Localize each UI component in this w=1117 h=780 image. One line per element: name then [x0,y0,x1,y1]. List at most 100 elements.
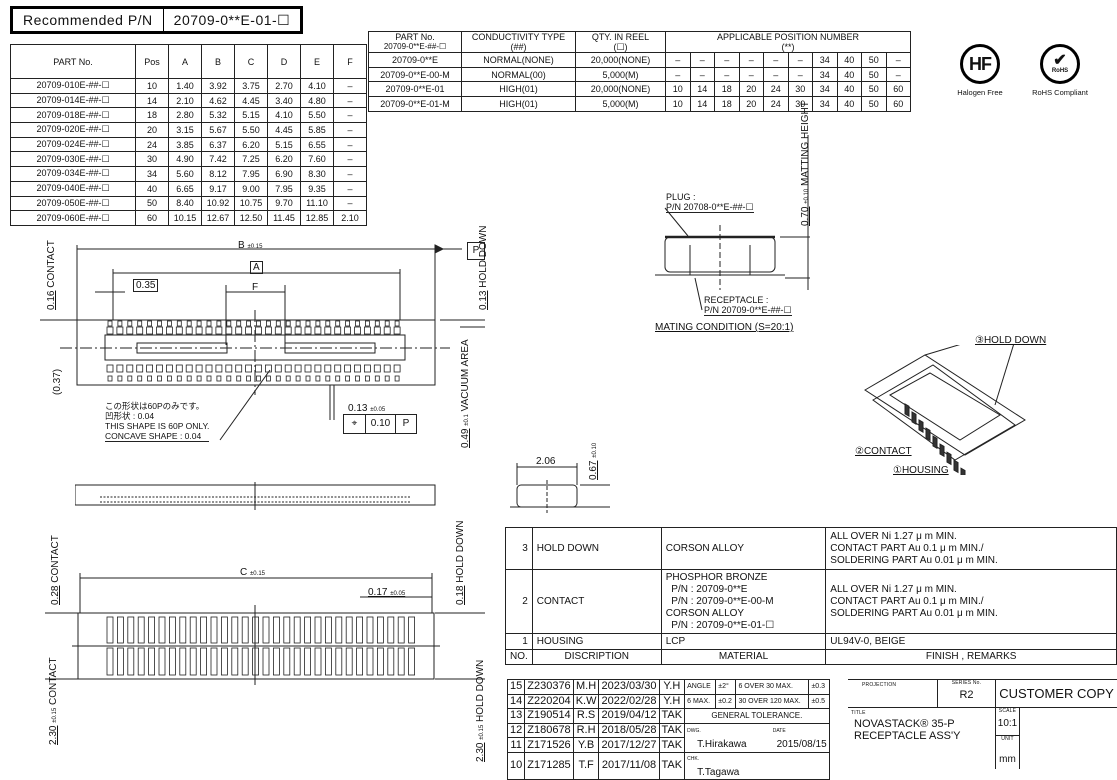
table-cell: 9.00 [234,180,268,197]
recommended-pn-value: 20709-0**E-01-☐ [173,11,291,28]
dim-b-label: B ±0.15 [238,240,263,251]
bom-finish: UL94V-0, BEIGE [825,633,1117,650]
bom-no: 2 [505,569,533,634]
table-cell: 4.90 [168,151,202,168]
table-cell: 18 [135,107,169,124]
rev-app: TAK [658,737,686,753]
table-cell: 10.75 [234,195,268,212]
scale-cell: SCALE 10:1 [996,708,1020,736]
table-cell: 10.92 [201,195,235,212]
table-cell: 7.95 [267,180,301,197]
rev-ecn: Z190514 [524,708,574,724]
table-cell: 34 [135,166,169,182]
bom-no: 3 [505,527,533,570]
tol-r1-value: ±0.3 [808,679,830,695]
table-cell: 4.45 [234,92,268,109]
cond-position: 60 [885,81,911,98]
table-cell: 20709-034E-##-☐ [10,166,136,182]
conductivity-table: PART No.20709-0**E-##-☐ CONDUCTIVITY TYP… [368,31,911,112]
table-cell: – [333,151,367,168]
table-cell: 7.60 [300,151,334,168]
table-cell: 20709-060E-##-☐ [10,210,136,226]
bom-material: LCP [660,633,827,650]
rev-app: Y.H [658,693,686,710]
table-cell: 20 [135,122,169,138]
cond-position: 40 [836,81,862,98]
rohs-check-icon: ✔ RoHS [1040,44,1080,84]
table-cell: – [333,107,367,124]
long-side-view [75,482,436,510]
bom-material: CORSON ALLOY [660,527,827,570]
bottom-contact-label: 0.28 CONTACT [50,535,61,605]
tol-r3-label: 30 OVER 120 MAX. [735,693,810,710]
table-cell: 4.10 [300,78,334,94]
table-cell: 24 [135,136,169,153]
dim-c-label: C ±0.15 [240,567,265,578]
rohs-label: RoHS Compliant [1032,88,1088,97]
table-cell: 2.80 [168,107,202,124]
cond-position: – [738,66,764,83]
table-cell: 20709-014E-##-☐ [10,92,136,109]
bom-description: HOUSING [531,633,662,650]
rev-by: K.W [572,693,600,710]
rev-ecn: Z180678 [524,722,574,739]
table-cell: 2.10 [168,92,202,109]
mating-drawing [655,135,810,311]
bom-finish: ALL OVER Ni 1.27 μ m MIN.CONTACT PART Au… [825,569,1117,634]
table-cell: 20709-050E-##-☐ [10,195,136,212]
cond-position: 30 [787,96,813,112]
cond-position: 18 [714,81,740,98]
title-block: PROJECTION SERIES No. R2 CUSTOMER COPY T… [848,679,1117,769]
cond-position: 14 [689,81,715,98]
table-cell: 2.10 [333,210,367,226]
table-cell: – [333,92,367,109]
table-cell: 3.75 [234,78,268,94]
rev-app: TAK [658,751,686,780]
holddown-dim-label: 0.13 HOLD DOWN [478,225,489,310]
table-cell: 9.35 [300,180,334,197]
rev-ecn: Z230376 [524,679,574,695]
cond-position: – [714,66,740,83]
series-cell: SERIES No. R2 [938,680,996,708]
cond-header-part: PART No.20709-0**E-##-☐ [368,31,462,53]
cond-position: 40 [836,52,862,68]
rev-ecn: Z220204 [524,693,574,710]
cond-type: NORMAL(NONE) [461,52,576,68]
table-cell: 14 [135,92,169,109]
bom-no: 1 [505,633,533,650]
cond-position: 50 [861,66,887,83]
rev-app: Y.H [658,679,686,695]
table-cell: 20709-024E-##-☐ [10,136,136,153]
cond-position: – [714,52,740,68]
table-cell: 20709-018E-##-☐ [10,107,136,124]
table-cell: 5.60 [168,166,202,182]
cond-position: – [763,66,789,83]
hf-label: Halogen Free [957,88,1003,97]
table-cell: 30 [135,151,169,168]
cond-type: HIGH(01) [461,81,576,98]
tol-r2-label: 6 MAX. [684,693,717,710]
cond-header-pos: APPLICABLE POSITION NUMBER(**) [665,31,911,53]
dim-pitch-label: 0.35 [133,279,159,292]
cond-position: – [738,52,764,68]
rev-date: 2018/05/28 [598,722,660,739]
table-cell: 6.20 [234,136,268,153]
datum-p-box: P [467,242,485,260]
cond-position: 10 [665,96,691,112]
bom-description: HOLD DOWN [531,527,662,570]
cond-position: 50 [861,96,887,112]
table-cell: 1.40 [168,78,202,94]
table-cell: 5.67 [201,122,235,138]
table-cell: 4.80 [300,92,334,109]
